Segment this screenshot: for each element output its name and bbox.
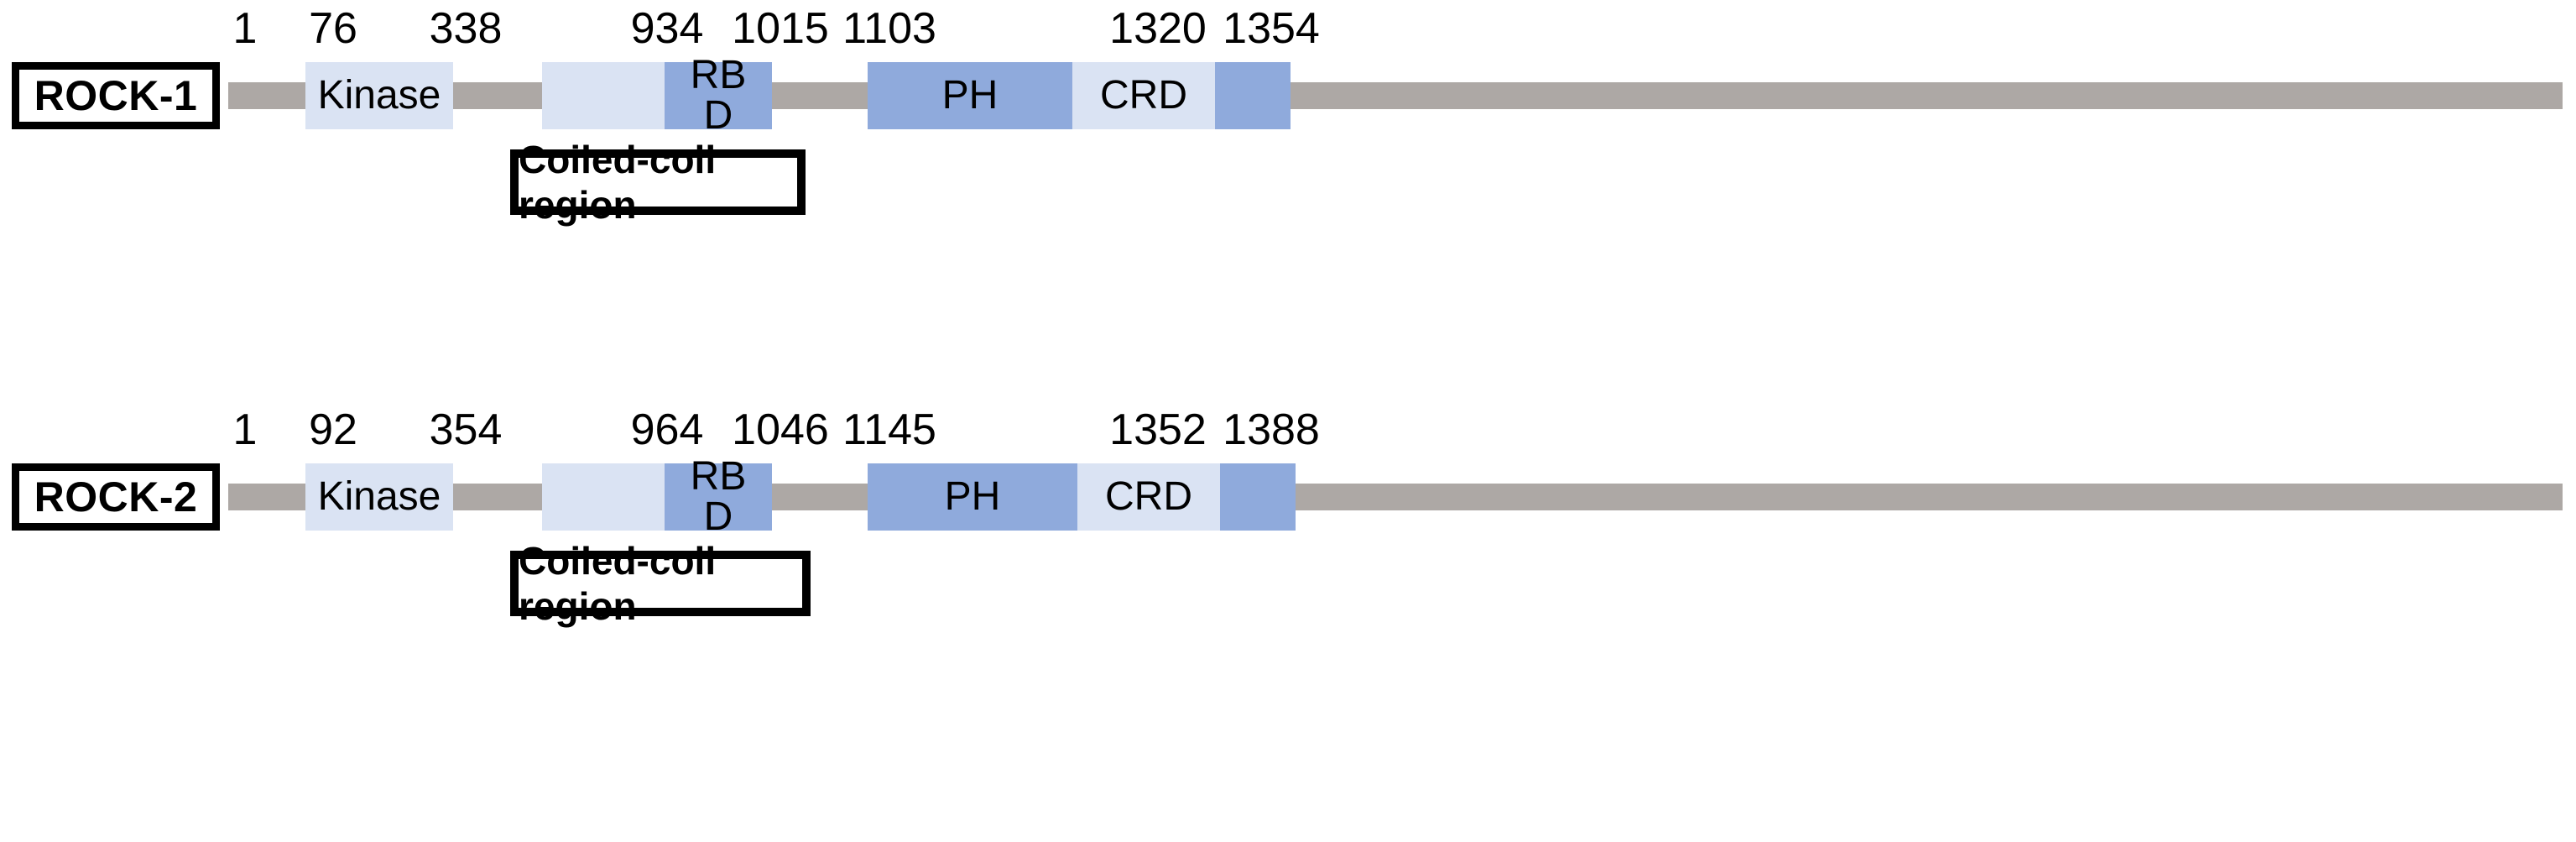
tick-label: 1103 — [842, 4, 936, 53]
protein-name-box-rock-2: ROCK-2 — [12, 463, 220, 531]
domain-segment-label: PH — [941, 72, 999, 118]
tick-label: 1046 — [732, 405, 829, 454]
protein-row-rock-1: 1 76 338 934 1015 1103 1320 1354 ROCK-1 … — [0, 0, 2576, 227]
domain-segment-label: Kinase — [317, 72, 441, 118]
domain-segment-crd[interactable]: CRD — [1072, 62, 1215, 129]
domain-segment-c-terminal[interactable] — [1215, 62, 1291, 129]
tick-label: 934 — [630, 4, 704, 53]
domain-segment-label: CRD — [1105, 473, 1192, 519]
domain-segment-label: CRD — [1100, 72, 1187, 118]
domain-segment-kinase[interactable]: Kinase — [305, 62, 453, 129]
tick-label: 1145 — [842, 405, 936, 454]
domain-segment-ph[interactable]: PH — [868, 463, 1077, 531]
tick-label: 1320 — [1109, 4, 1207, 53]
tick-label: 1354 — [1223, 4, 1320, 53]
coiled-coil-region-box-rock-1: Coiled-coll region — [510, 138, 806, 227]
tick-label: 964 — [630, 405, 704, 454]
tick-label: 1388 — [1223, 405, 1320, 454]
protein-name-label: ROCK-2 — [34, 473, 198, 520]
tick-label: 76 — [309, 4, 357, 53]
tick-label: 1015 — [732, 4, 829, 53]
tick-labels-rock-1: 1 76 338 934 1015 1103 1320 1354 — [0, 0, 2576, 52]
domain-segment-ph[interactable]: PH — [868, 62, 1072, 129]
domain-segment-label: Kinase — [317, 473, 441, 519]
coiled-coil-region-label: Coiled-coll region — [519, 138, 717, 227]
tick-label: 1 — [232, 4, 258, 53]
tick-label: 1 — [232, 405, 258, 454]
tick-label: 1352 — [1109, 405, 1207, 454]
domain-segment-crd[interactable]: CRD — [1077, 463, 1220, 531]
domain-segment-label: PH — [944, 473, 1001, 519]
domain-segment-c-terminal[interactable] — [1220, 463, 1296, 531]
tick-label: 92 — [309, 405, 357, 454]
tick-label: 338 — [429, 4, 503, 53]
domain-segment-kinase[interactable]: Kinase — [305, 463, 453, 531]
tick-labels-rock-2: 1 92 354 964 1046 1145 1352 1388 — [0, 401, 2576, 453]
tick-label: 354 — [429, 405, 503, 454]
coiled-coil-region-box-rock-2: Coiled-coll region — [510, 539, 811, 628]
coiled-coil-region-label: Coiled-coll region — [519, 539, 717, 628]
protein-name-box-rock-1: ROCK-1 — [12, 62, 220, 129]
protein-name-label: ROCK-1 — [34, 72, 198, 119]
protein-row-rock-2: 1 92 354 964 1046 1145 1352 1388 ROCK-2 … — [0, 401, 2576, 628]
